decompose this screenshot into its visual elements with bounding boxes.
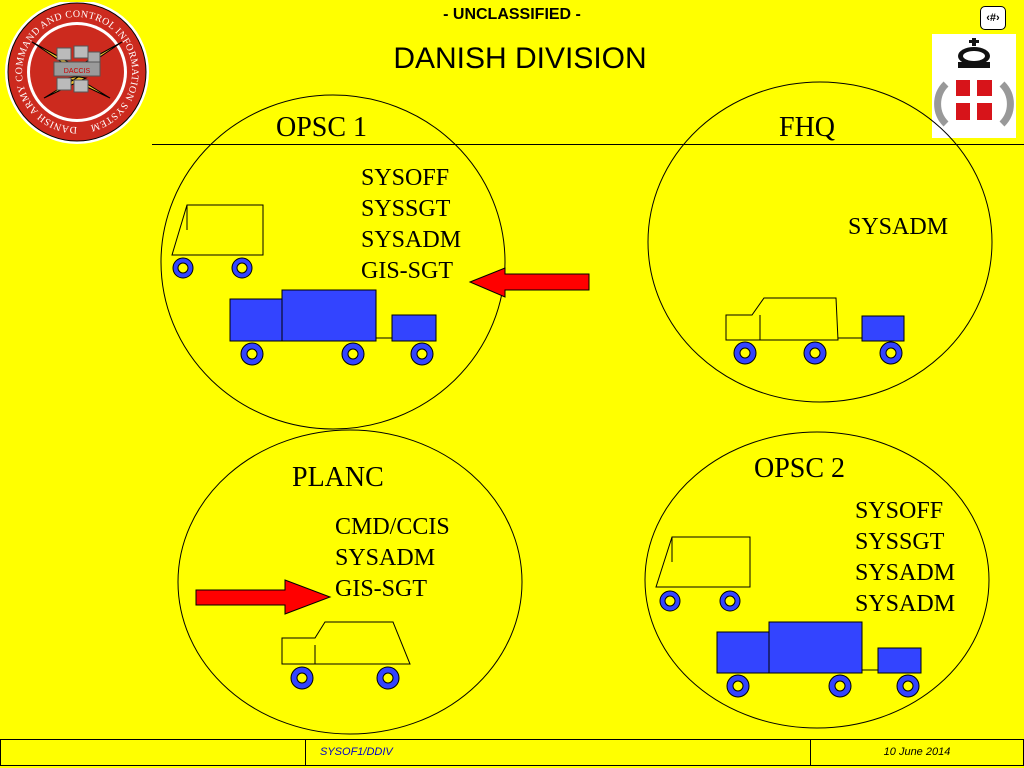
- opsc2-circle: [644, 431, 990, 729]
- planc-role-list: CMD/CCIS SYSADM GIS-SGT: [335, 512, 450, 605]
- role-item: SYSADM: [855, 591, 956, 617]
- opsc2-truck-outline: [655, 536, 751, 612]
- opsc1-label: OPSC 1: [276, 112, 368, 143]
- footer-date: 10 June 2014: [810, 739, 1024, 766]
- role-item: SYSOFF: [855, 498, 944, 524]
- danish-army-crest: [932, 34, 1016, 138]
- role-item: SYSOFF: [361, 165, 450, 191]
- planc-jeep: [281, 621, 411, 690]
- daccis-logo: DANISH ARMY COMMAND AND CONTROL INFORMAT…: [5, 2, 149, 144]
- logo-center-text: DACCIS: [64, 68, 91, 75]
- role-item: SYSSGT: [855, 529, 945, 555]
- page-title: DANISH DIVISION: [393, 42, 647, 75]
- opsc2-truck-large: [716, 621, 922, 698]
- role-item: GIS-SGT: [335, 576, 428, 602]
- role-item: GIS-SGT: [361, 258, 454, 284]
- opsc2-role-list: SYSOFF SYSSGT SYSADM SYSADM: [855, 496, 955, 620]
- role-item: SYSSGT: [361, 196, 451, 222]
- planc-arrow: [195, 579, 332, 615]
- diagram-canvas: [160, 81, 993, 735]
- opsc1-role-list: SYSOFF SYSSGT SYSADM GIS-SGT: [361, 163, 461, 287]
- opsc1-arrow: [468, 267, 590, 298]
- role-item: CMD/CCIS: [335, 514, 450, 540]
- fhq-label: FHQ: [779, 112, 836, 143]
- footer-doc-id: SYSOF1/DDIV: [305, 739, 811, 766]
- title-divider: [152, 144, 1024, 145]
- page-number: ‹#›: [980, 6, 1006, 30]
- classification-banner: - UNCLASSIFIED -: [443, 6, 581, 23]
- opsc1-truck-outline: [171, 204, 264, 279]
- role-item: SYSADM: [855, 560, 956, 586]
- role-item: SYSADM: [335, 545, 436, 571]
- fhq-jeep: [725, 297, 905, 365]
- opsc1-truck-large: [229, 289, 437, 366]
- fhq-circle: [647, 81, 993, 403]
- role-item: SYSADM: [361, 227, 462, 253]
- footer-bar: SYSOF1/DDIV 10 June 2014: [0, 739, 1024, 768]
- fhq-role-list: SYSADM: [848, 212, 948, 243]
- footer-left-box: [0, 739, 306, 766]
- role-item: SYSADM: [848, 214, 949, 240]
- opsc1-circle: [160, 94, 506, 430]
- planc-label: PLANC: [292, 462, 384, 493]
- opsc2-label: OPSC 2: [754, 453, 846, 484]
- planc-circle: [177, 429, 523, 735]
